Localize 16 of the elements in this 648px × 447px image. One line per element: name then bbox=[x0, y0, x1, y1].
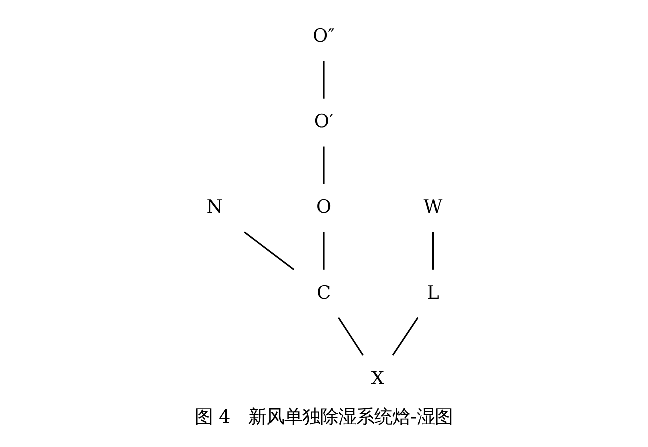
connector bbox=[323, 146, 325, 184]
connector bbox=[432, 232, 434, 270]
connector bbox=[392, 317, 419, 356]
caption: 图 4 新风单独除湿系统焓-湿图 bbox=[195, 407, 453, 428]
node-text: X bbox=[371, 368, 384, 390]
node-text: C bbox=[316, 282, 332, 304]
node-text: N bbox=[206, 197, 223, 218]
connector bbox=[323, 232, 325, 270]
node-text: O″ bbox=[313, 26, 335, 48]
node-text: O bbox=[316, 197, 332, 218]
node-text: W bbox=[424, 197, 443, 218]
connector bbox=[323, 61, 325, 99]
node-text: O′ bbox=[314, 112, 334, 133]
node-text: L bbox=[427, 282, 440, 304]
connector bbox=[244, 232, 295, 271]
connector bbox=[338, 317, 364, 356]
